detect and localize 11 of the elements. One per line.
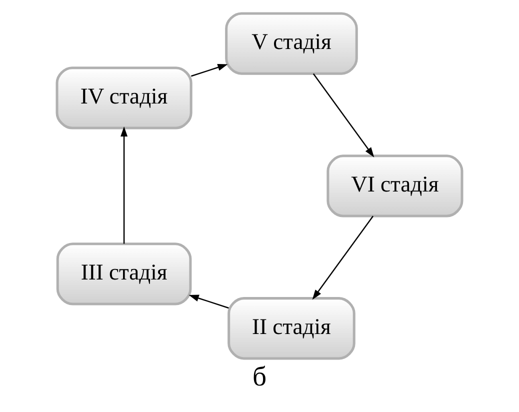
node-box: II стадія — [228, 297, 356, 360]
node-box: III стадія — [56, 242, 192, 306]
arrow — [188, 294, 229, 309]
caption: б — [252, 360, 267, 392]
node-box: VI стадія — [326, 154, 464, 218]
node-box: V стадія — [225, 12, 358, 75]
arrow — [312, 73, 374, 158]
node-box: IV стадія — [56, 66, 192, 130]
arrow — [120, 126, 128, 244]
arrow — [190, 64, 228, 77]
arrow — [312, 216, 374, 300]
